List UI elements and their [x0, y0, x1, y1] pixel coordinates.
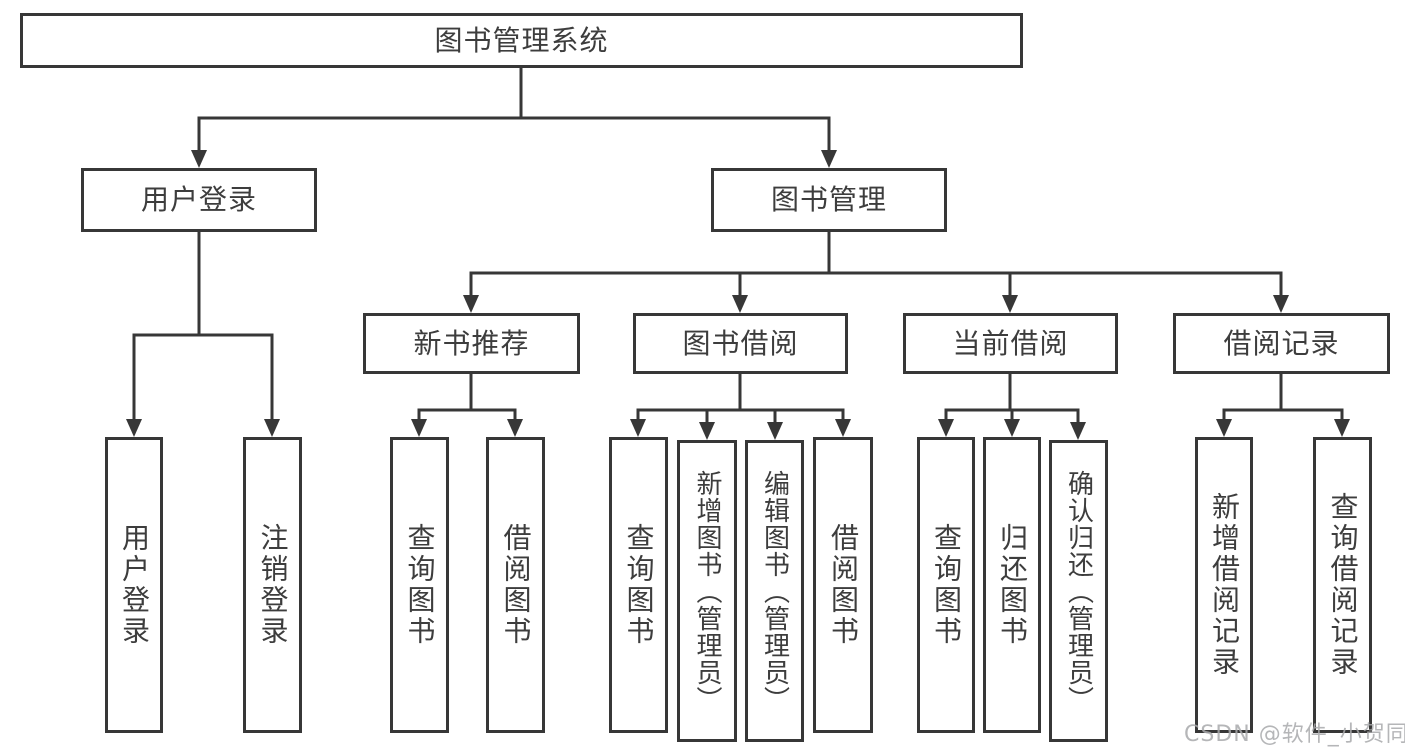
edge-root: [197, 66, 831, 165]
node-label: 注销登录: [256, 523, 290, 647]
node-label: 查询借阅记录: [1326, 492, 1360, 678]
leaf-query-borrow-record: 查询借阅记录: [1313, 437, 1372, 733]
leaf-logout: 注销登录: [243, 437, 302, 733]
leaf-add-book-admin: 新增图书（管理员）: [677, 440, 737, 742]
node-current-borrowing: 当前借阅: [903, 313, 1118, 374]
arrowhead: [264, 419, 280, 437]
node-label: 查询图书: [403, 523, 437, 647]
node-book-management: 图书管理: [711, 168, 947, 232]
node-label: 确认归还（管理员）: [1063, 469, 1094, 713]
arrowhead: [507, 419, 523, 437]
arrowhead: [630, 419, 646, 437]
arrowhead: [1216, 419, 1232, 437]
arrowhead: [1002, 295, 1018, 313]
edge-borrowing-group: [636, 372, 845, 437]
leaf-return-book: 归还图书: [983, 437, 1041, 733]
node-label: 编辑图书（管理员）: [759, 469, 790, 713]
arrowhead: [732, 295, 748, 313]
leaf-query-books-recommend: 查询图书: [390, 437, 449, 733]
leaf-edit-book-admin: 编辑图书（管理员）: [745, 440, 804, 742]
arrowhead: [1070, 422, 1086, 440]
leaf-add-borrow-record: 新增借阅记录: [1195, 437, 1253, 733]
node-user-login: 用户登录: [81, 168, 317, 232]
arrowhead: [463, 295, 479, 313]
node-label: 用户登录: [140, 183, 257, 216]
arrowhead: [1334, 419, 1350, 437]
node-label: 当前借阅: [952, 326, 1069, 360]
leaf-borrow-books-borrowing: 借阅图书: [813, 437, 873, 733]
node-label: 借阅图书: [827, 523, 860, 647]
node-label: 图书管理系统: [434, 23, 609, 57]
edge-records-group: [1222, 372, 1344, 434]
leaf-user-login: 用户登录: [105, 437, 163, 733]
arrowhead: [835, 419, 851, 437]
node-label: 新书推荐: [413, 326, 530, 360]
node-label: 查询图书: [622, 523, 656, 647]
edge-mgmt-group: [469, 230, 1283, 310]
csdn-watermark: CSDN @软件_小贺同学: [1184, 722, 1405, 747]
arrowhead: [821, 150, 837, 168]
leaf-query-books-current: 查询图书: [917, 437, 975, 733]
node-label: 借阅记录: [1223, 326, 1340, 360]
node-label: 新增借阅记录: [1208, 492, 1241, 678]
edge-recommend-group: [417, 372, 517, 434]
node-label: 归还图书: [996, 523, 1029, 647]
arrowhead: [767, 422, 783, 440]
arrowhead: [1273, 295, 1289, 313]
node-label: 图书借阅: [682, 326, 799, 360]
edge-login-group: [132, 230, 274, 434]
node-label: 图书管理: [770, 183, 887, 216]
arrowhead: [411, 419, 427, 437]
node-borrowing-records: 借阅记录: [1173, 313, 1390, 374]
node-label: 用户登录: [118, 523, 151, 647]
node-new-book-recommendation: 新书推荐: [363, 313, 580, 374]
node-book-borrowing: 图书借阅: [633, 313, 848, 374]
node-label: 借阅图书: [499, 523, 533, 647]
node-library-management-system: 图书管理系统: [20, 13, 1023, 68]
arrowhead: [1004, 419, 1020, 437]
arrowhead: [938, 419, 954, 437]
arrowhead: [191, 150, 207, 168]
node-label: 新增图书（管理员）: [692, 469, 722, 713]
arrowhead: [699, 422, 715, 440]
leaf-borrow-books-recommend: 借阅图书: [486, 437, 545, 733]
leaf-confirm-return-admin: 确认归还（管理员）: [1049, 440, 1108, 742]
leaf-query-books-borrowing: 查询图书: [609, 437, 668, 733]
node-label: 查询图书: [930, 523, 963, 647]
arrowhead: [126, 419, 142, 437]
